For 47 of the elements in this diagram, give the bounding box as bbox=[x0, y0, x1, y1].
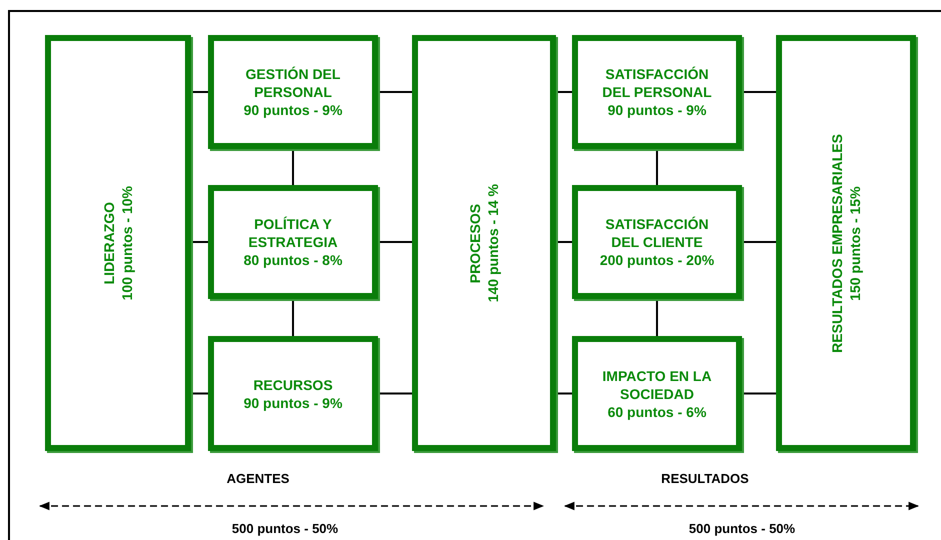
criterion-points: 100 puntos - 10% bbox=[118, 186, 136, 300]
criterion-title: PROCESOS bbox=[466, 203, 484, 283]
criterion-points: 80 puntos - 8% bbox=[244, 251, 342, 269]
criterion-points: 90 puntos - 9% bbox=[244, 101, 342, 119]
criterion-box bbox=[572, 336, 742, 451]
connector-line bbox=[742, 241, 776, 243]
group-label: RESULTADOS bbox=[661, 471, 749, 486]
criterion-points: 200 puntos - 20% bbox=[600, 251, 714, 269]
connector-line bbox=[742, 91, 776, 93]
criterion-points: 140 puntos - 14 % bbox=[484, 184, 502, 302]
connector-line bbox=[191, 392, 208, 394]
points-label: 500 puntos - 50% bbox=[688, 521, 796, 536]
connector-line bbox=[742, 392, 776, 394]
criterion-title: RECURSOS bbox=[253, 376, 333, 394]
criterion-box bbox=[412, 35, 556, 451]
connector-line bbox=[378, 241, 412, 243]
criterion-title: RESULTADOS EMPRESARIALES bbox=[828, 134, 846, 352]
criterion-points: 90 puntos - 9% bbox=[608, 101, 706, 119]
criterion-title: SATISFACCIÓN DEL CLIENTE bbox=[604, 215, 710, 251]
criterion-title: IMPACTO EN LA SOCIEDAD bbox=[601, 366, 713, 402]
connector-line bbox=[378, 91, 412, 93]
connector-line bbox=[378, 392, 412, 394]
connector-line bbox=[556, 241, 572, 243]
criterion-points: 60 puntos - 6% bbox=[608, 402, 706, 420]
criterion-box bbox=[572, 35, 742, 149]
connector-line bbox=[292, 299, 294, 336]
criterion-box bbox=[208, 185, 378, 299]
criterion-points: 90 puntos - 9% bbox=[244, 394, 342, 412]
connector-line bbox=[191, 91, 208, 93]
connector-line bbox=[556, 392, 572, 394]
criterion-title: POLÍTICA Y ESTRATEGIA bbox=[247, 215, 339, 251]
connector-line bbox=[656, 299, 658, 336]
criterion-box bbox=[45, 35, 191, 451]
criterion-box bbox=[572, 185, 742, 299]
connector-line bbox=[292, 149, 294, 185]
connector-line bbox=[656, 149, 658, 185]
criterion-title: GESTIÓN DEL PERSONAL bbox=[244, 65, 342, 101]
points-label: 500 puntos - 50% bbox=[232, 521, 338, 536]
criterion-box bbox=[208, 336, 378, 451]
criterion-title: LIDERAZGO bbox=[100, 202, 118, 284]
group-label: AGENTES bbox=[226, 471, 290, 486]
criterion-points: 150 puntos - 15% bbox=[846, 186, 864, 300]
criterion-title: SATISFACCIÓN DEL PERSONAL bbox=[601, 65, 713, 101]
criterion-box bbox=[776, 35, 916, 451]
criterion-box bbox=[208, 35, 378, 149]
connector-line bbox=[556, 91, 572, 93]
connector-line bbox=[191, 241, 208, 243]
